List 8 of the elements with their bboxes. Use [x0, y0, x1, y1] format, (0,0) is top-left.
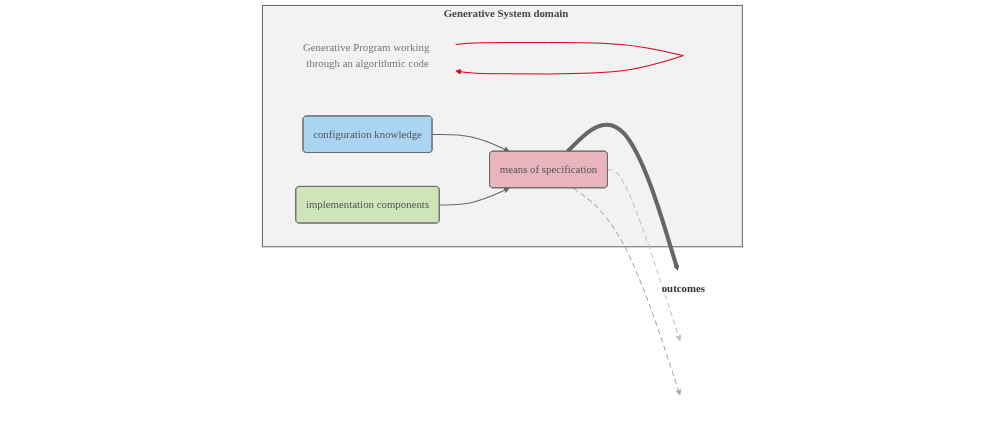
arrow — [572, 187, 681, 396]
node-text: outcomes — [661, 282, 705, 295]
arrow — [438, 187, 510, 206]
arrow — [431, 134, 510, 152]
node-text: Generative Program working through an algorithmic code — [302, 41, 430, 70]
arrow — [565, 122, 679, 271]
arrow — [606, 169, 681, 342]
arrow — [454, 41, 684, 75]
